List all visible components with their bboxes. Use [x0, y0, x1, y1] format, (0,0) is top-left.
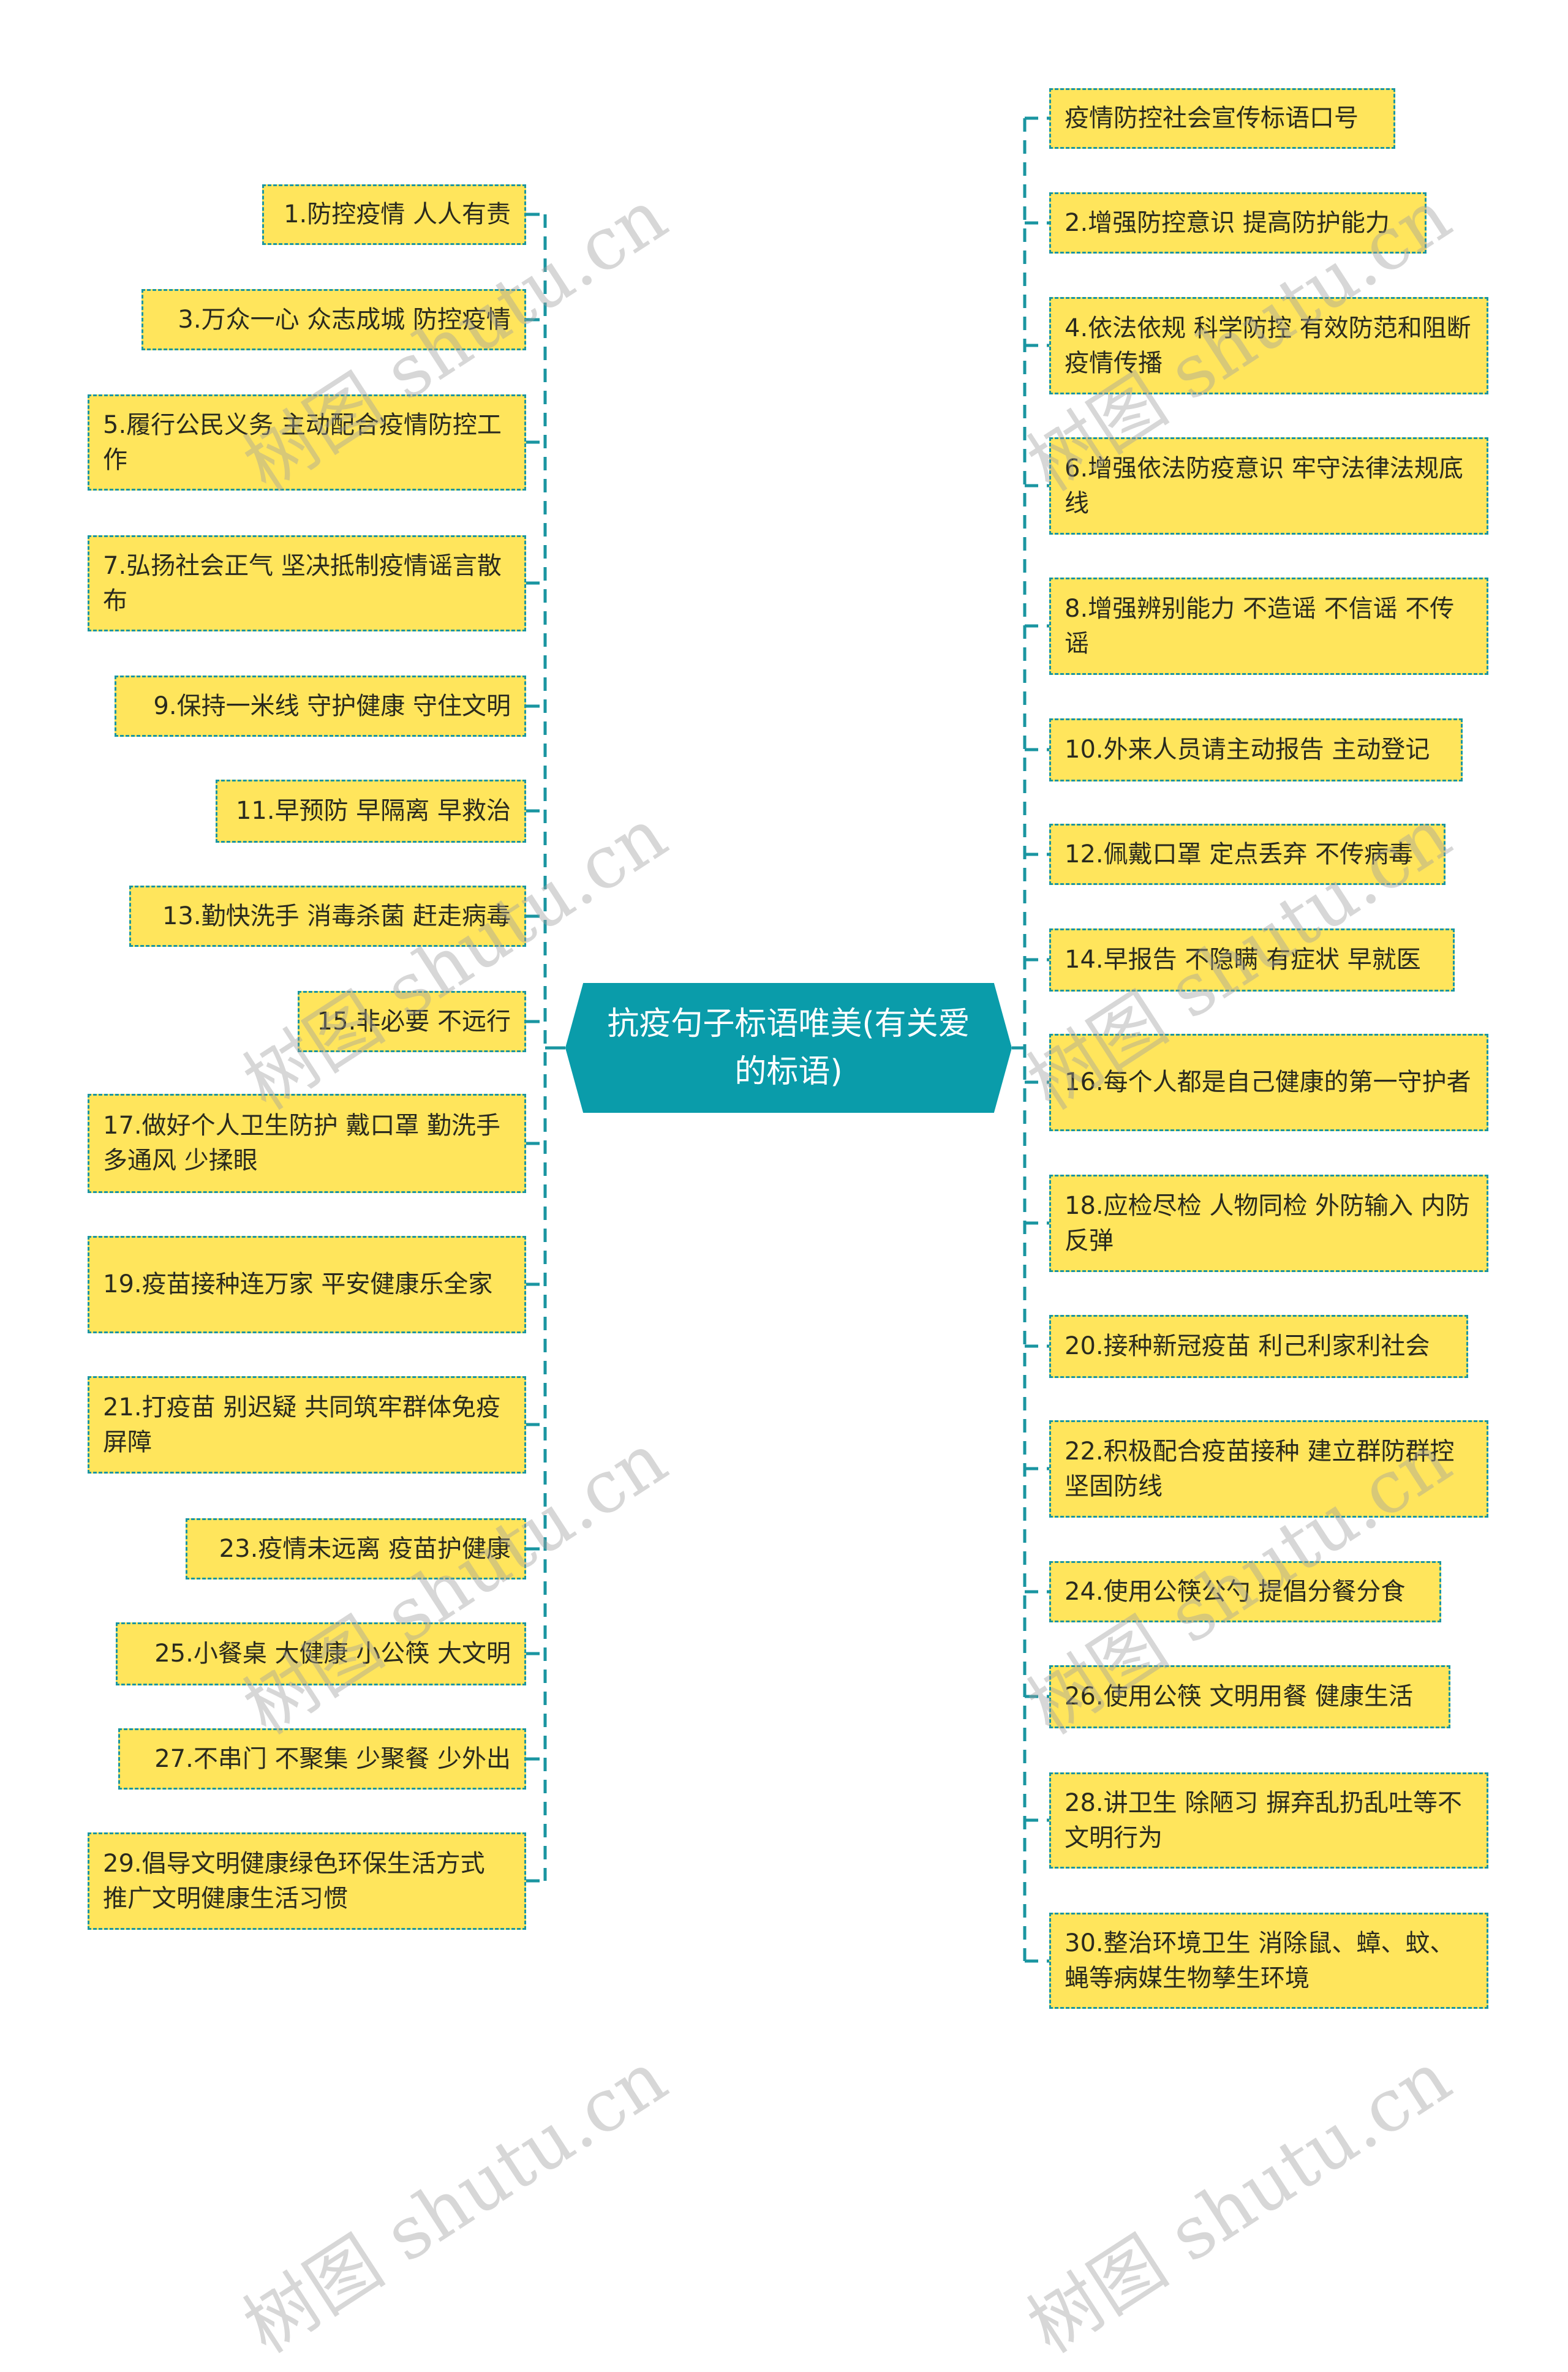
right-branch-20[interactable]: 20.接种新冠疫苗 利己利家利社会: [1049, 1315, 1468, 1378]
right-branch-4[interactable]: 4.依法依规 科学防控 有效防范和阻断疫情传播: [1049, 297, 1488, 394]
branch-label: 30.整治环境卫生 消除鼠、蟑、蚊、蝇等病媒生物孳生环境: [1065, 1929, 1455, 1992]
mindmap-canvas: 抗疫句子标语唯美(有关爱的标语) 1.防控疫情 人人有责 3.万众一心 众志成城…: [88, 88, 1488, 2369]
left-branch-5[interactable]: 5.履行公民义务 主动配合疫情防控工作: [88, 394, 526, 491]
left-branch-27[interactable]: 27.不串门 不聚集 少聚餐 少外出: [118, 1728, 526, 1790]
branch-label: 25.小餐桌 大健康 小公筷 大文明: [154, 1640, 511, 1668]
left-branch-13[interactable]: 13.勤快洗手 消毒杀菌 赶走病毒: [129, 886, 526, 947]
left-branch-11[interactable]: 11.早预防 早隔离 早救治: [216, 780, 526, 843]
right-branch-2[interactable]: 2.增强防控意识 提高防护能力: [1049, 192, 1427, 254]
branch-label: 28.讲卫生 除陋习 摒弃乱扔乱吐等不文明行为: [1065, 1788, 1463, 1852]
central-topic-label: 抗疫句子标语唯美(有关爱的标语): [607, 1006, 970, 1090]
right-branch-18[interactable]: 18.应检尽检 人物同检 外防输入 内防反弹: [1049, 1175, 1488, 1272]
right-branch-12[interactable]: 12.佩戴口罩 定点丢弃 不传病毒: [1049, 824, 1446, 885]
branch-label: 9.保持一米线 守护健康 守住文明: [153, 691, 511, 720]
branch-label: 27.不串门 不聚集 少聚餐 少外出: [154, 1744, 511, 1773]
right-branch-6[interactable]: 6.增强依法防疫意识 牢守法律法规底线: [1049, 437, 1488, 535]
branch-label: 17.做好个人卫生防护 戴口罩 勤洗手 多通风 少揉眼: [103, 1112, 501, 1175]
branch-label: 23.疫情未远离 疫苗护健康: [219, 1534, 511, 1563]
branch-label: 22.积极配合疫苗接种 建立群防群控坚固防线: [1065, 1437, 1455, 1500]
left-branch-3[interactable]: 3.万众一心 众志成城 防控疫情: [141, 289, 526, 350]
left-branch-23[interactable]: 23.疫情未远离 疫苗护健康: [186, 1518, 526, 1579]
branch-label: 10.外来人员请主动报告 主动登记: [1065, 736, 1430, 764]
branch-label: 11.早预防 早隔离 早救治: [235, 797, 511, 825]
branch-label: 20.接种新冠疫苗 利己利家利社会: [1065, 1332, 1430, 1360]
branch-label: 2.增强防控意识 提高防护能力: [1065, 208, 1390, 237]
left-branch-1[interactable]: 1.防控疫情 人人有责: [262, 184, 526, 245]
branch-label: 6.增强依法防疫意识 牢守法律法规底线: [1065, 454, 1463, 518]
branch-label: 21.打疫苗 别迟疑 共同筑牢群体免疫屏障: [103, 1393, 501, 1456]
right-branch-10[interactable]: 10.外来人员请主动报告 主动登记: [1049, 718, 1463, 781]
right-branch-14[interactable]: 14.早报告 不隐瞒 有症状 早就医: [1049, 928, 1455, 992]
branch-label: 15.非必要 不远行: [317, 1007, 511, 1036]
branch-label: 疫情防控社会宣传标语口号: [1065, 104, 1359, 132]
right-branch-30[interactable]: 30.整治环境卫生 消除鼠、蟑、蚊、蝇等病媒生物孳生环境: [1049, 1913, 1488, 2009]
branch-label: 14.早报告 不隐瞒 有症状 早就医: [1065, 946, 1421, 974]
left-branch-25[interactable]: 25.小餐桌 大健康 小公筷 大文明: [116, 1622, 526, 1685]
branch-label: 19.疫苗接种连万家 平安健康乐全家: [103, 1270, 493, 1298]
branch-label: 4.依法依规 科学防控 有效防范和阻断疫情传播: [1065, 314, 1471, 377]
right-branch-28[interactable]: 28.讲卫生 除陋习 摒弃乱扔乱吐等不文明行为: [1049, 1772, 1488, 1869]
right-branch-22[interactable]: 22.积极配合疫苗接种 建立群防群控坚固防线: [1049, 1420, 1488, 1518]
branch-label: 3.万众一心 众志成城 防控疫情: [178, 305, 511, 334]
left-branch-19[interactable]: 19.疫苗接种连万家 平安健康乐全家: [88, 1236, 526, 1333]
branch-label: 1.防控疫情 人人有责: [284, 200, 511, 228]
branch-label: 8.增强辨别能力 不造谣 不信谣 不传谣: [1065, 594, 1455, 658]
right-branch-16[interactable]: 16.每个人都是自己健康的第一守护者: [1049, 1034, 1488, 1131]
left-branch-29[interactable]: 29.倡导文明健康绿色环保生活方式 推广文明健康生活习惯: [88, 1832, 526, 1930]
right-branch-26[interactable]: 26.使用公筷 文明用餐 健康生活: [1049, 1665, 1450, 1728]
branch-label: 7.弘扬社会正气 坚决抵制疫情谣言散布: [103, 551, 502, 615]
right-branch-24[interactable]: 24.使用公筷公勺 提倡分餐分食: [1049, 1561, 1441, 1622]
central-topic[interactable]: 抗疫句子标语唯美(有关爱的标语): [565, 983, 1012, 1113]
branch-label: 12.佩戴口罩 定点丢弃 不传病毒: [1065, 840, 1414, 868]
branch-label: 26.使用公筷 文明用餐 健康生活: [1065, 1682, 1414, 1711]
right-branch-8[interactable]: 8.增强辨别能力 不造谣 不信谣 不传谣: [1049, 578, 1488, 675]
left-branch-17[interactable]: 17.做好个人卫生防护 戴口罩 勤洗手 多通风 少揉眼: [88, 1094, 526, 1193]
left-branch-7[interactable]: 7.弘扬社会正气 坚决抵制疫情谣言散布: [88, 535, 526, 631]
branch-label: 16.每个人都是自己健康的第一守护者: [1065, 1068, 1471, 1096]
branch-label: 13.勤快洗手 消毒杀菌 赶走病毒: [162, 902, 511, 930]
branch-label: 18.应检尽检 人物同检 外防输入 内防反弹: [1065, 1191, 1470, 1255]
left-branch-21[interactable]: 21.打疫苗 别迟疑 共同筑牢群体免疫屏障: [88, 1376, 526, 1474]
connector-lines: [526, 116, 1049, 1963]
branch-label: 5.履行公民义务 主动配合疫情防控工作: [103, 410, 502, 474]
branch-label: 24.使用公筷公勺 提倡分餐分食: [1065, 1577, 1406, 1606]
right-branch-heading[interactable]: 疫情防控社会宣传标语口号: [1049, 88, 1395, 149]
branch-label: 29.倡导文明健康绿色环保生活方式 推广文明健康生活习惯: [103, 1849, 485, 1913]
left-branch-9[interactable]: 9.保持一米线 守护健康 守住文明: [115, 676, 526, 737]
left-branch-15[interactable]: 15.非必要 不远行: [298, 991, 526, 1052]
